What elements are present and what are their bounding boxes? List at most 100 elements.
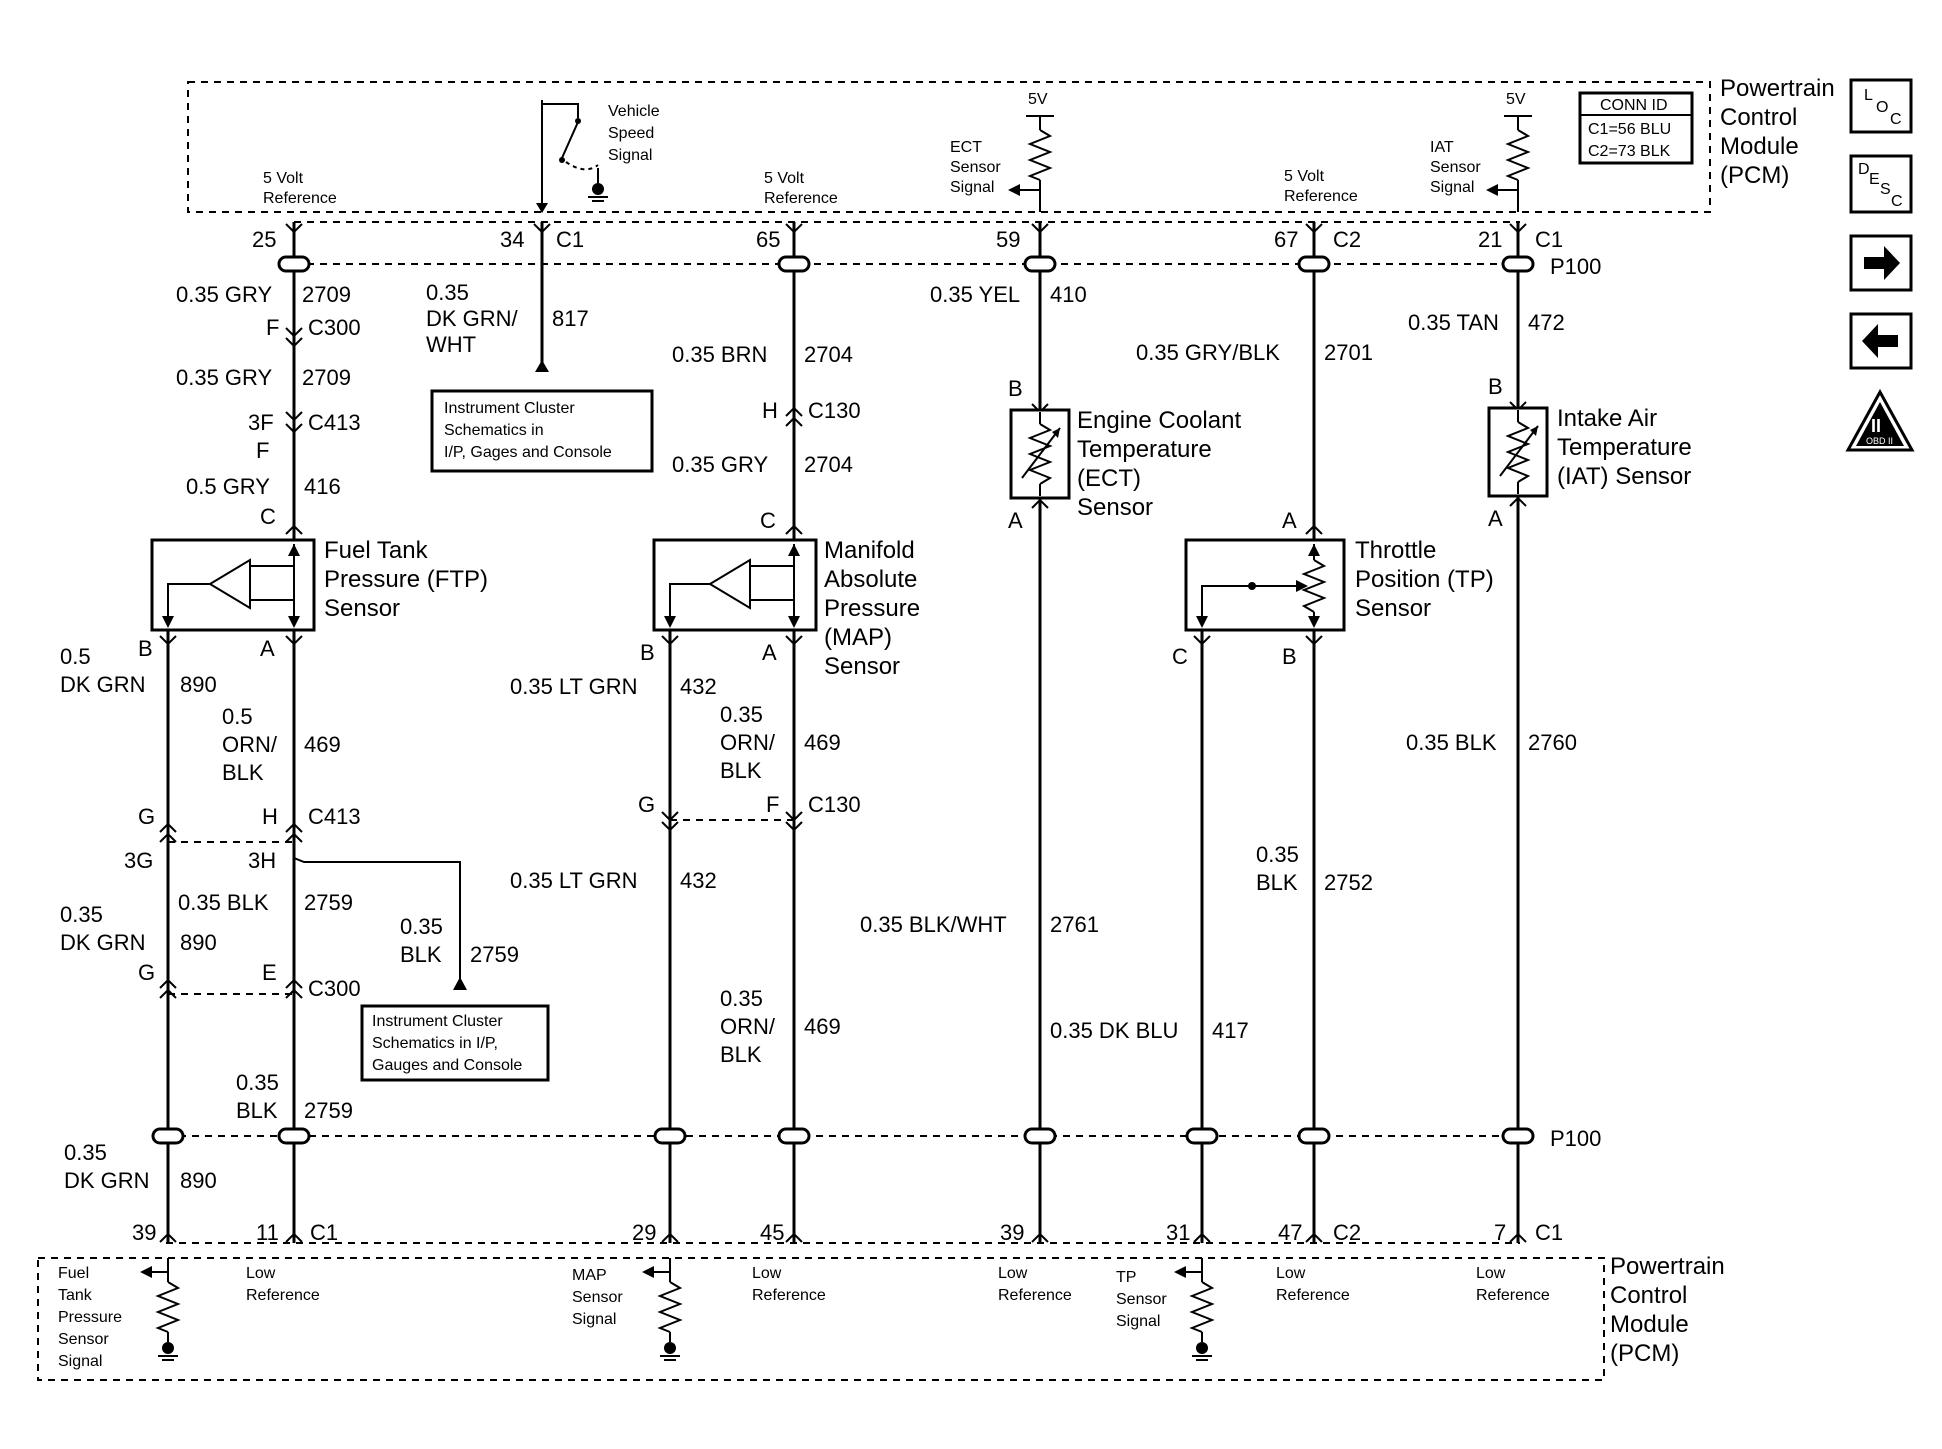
pin-65: 65	[756, 227, 780, 252]
svg-text:D: D	[1858, 161, 1870, 178]
svg-text:0.35: 0.35	[400, 914, 443, 939]
ect-5v-label: 5V	[1028, 91, 1048, 108]
inline-connector-chevrons	[159, 327, 1527, 999]
iat-sensor-label-1: Intake Air	[1557, 405, 1657, 432]
svg-text:0.35 BRN: 0.35 BRN	[672, 342, 767, 367]
ref-box-vss[interactable]: Instrument Cluster Schematics in I/P, Ga…	[430, 389, 654, 473]
tp-sensor	[1184, 538, 1346, 632]
pin-bottom-47: 47	[1278, 1220, 1302, 1245]
svg-text:2759: 2759	[304, 1098, 353, 1123]
ref-5v-label-2b: Reference	[764, 190, 838, 207]
svg-text:2704: 2704	[804, 452, 853, 477]
ftp-signal-1: Fuel	[58, 1265, 89, 1282]
svg-text:F: F	[256, 438, 269, 463]
pcm-bottom-title-1: Powertrain	[1610, 1253, 1725, 1280]
pcm-top-border	[187, 81, 1711, 213]
svg-text:OBD II: OBD II	[1866, 436, 1893, 446]
pin-21: 21	[1478, 227, 1502, 252]
low-ref-4b: Reference	[1276, 1287, 1350, 1304]
svg-text:2701: 2701	[1324, 340, 1373, 365]
pin-c1-b: C1	[1535, 227, 1563, 252]
ref-box-vss-3: I/P, Gages and Console	[444, 444, 612, 461]
svg-text:ORN/: ORN/	[222, 732, 278, 757]
ftp-signal-4: Sensor	[58, 1331, 109, 1348]
svg-text:C: C	[760, 508, 776, 533]
svg-text:DK GRN: DK GRN	[60, 672, 146, 697]
pin-bottom-39a: 39	[132, 1220, 156, 1245]
svg-text:S: S	[1880, 181, 1891, 198]
ftp-sensor-label-3: Sensor	[324, 595, 400, 622]
ref-box-ftp-1: Instrument Cluster	[372, 1013, 503, 1030]
ect-column-labels: 0.35 YEL 410 B A 0.35 BLK/WHT 2761	[860, 282, 1099, 937]
svg-text:ORN/: ORN/	[720, 730, 776, 755]
iat-signal-1: IAT	[1430, 139, 1454, 156]
conn-id-header: CONN ID	[1600, 97, 1668, 114]
pcm-top-title-2: Control	[1720, 104, 1797, 131]
svg-text:H: H	[762, 398, 778, 423]
svg-text:F: F	[266, 315, 279, 340]
svg-text:F: F	[766, 792, 779, 817]
svg-text:BLK: BLK	[1256, 870, 1298, 895]
svg-text:0.35: 0.35	[64, 1140, 107, 1165]
svg-text:2761: 2761	[1050, 912, 1099, 937]
ref-5v-label-1: 5 Volt	[263, 170, 304, 187]
pin-67: 67	[1274, 227, 1298, 252]
low-ref-5b: Reference	[1476, 1287, 1550, 1304]
obd-ii-icon[interactable]: II OBD II	[1845, 388, 1915, 452]
svg-text:C413: C413	[308, 410, 361, 435]
svg-text:E: E	[262, 960, 277, 985]
pin-bottom-c1-b: C1	[1535, 1220, 1563, 1245]
desc-icon[interactable]: D E S C	[1849, 154, 1913, 214]
svg-text:II: II	[1871, 416, 1881, 436]
svg-text:G: G	[638, 792, 655, 817]
map-sensor-label-3: Pressure	[824, 595, 920, 622]
tp-sensor-label-2: Position (TP)	[1355, 566, 1494, 593]
tp-signal-2: Sensor	[1116, 1291, 1167, 1308]
svg-text:0.35 BLK: 0.35 BLK	[178, 890, 269, 915]
svg-text:469: 469	[304, 732, 341, 757]
svg-text:C413: C413	[308, 804, 361, 829]
svg-text:890: 890	[180, 672, 217, 697]
arrow-right-icon[interactable]	[1849, 234, 1913, 292]
conn-id-c2: C2=73 BLK	[1588, 143, 1671, 160]
svg-text:0.35 GRY/BLK: 0.35 GRY/BLK	[1136, 340, 1280, 365]
svg-text:0.5: 0.5	[222, 704, 253, 729]
ref-box-ftp-2: Schematics in I/P,	[372, 1035, 498, 1052]
svg-text:DK GRN/: DK GRN/	[426, 306, 519, 331]
map-sensor-label-5: Sensor	[824, 653, 900, 680]
svg-text:0.35: 0.35	[236, 1070, 279, 1095]
svg-text:B: B	[138, 636, 153, 661]
arrow-left-icon[interactable]	[1849, 312, 1913, 370]
pin-c1-a: C1	[556, 227, 584, 252]
svg-text:2759: 2759	[470, 942, 519, 967]
ect-sensor-label-3: (ECT)	[1077, 465, 1141, 492]
pin-bottom-45: 45	[760, 1220, 784, 1245]
pcm-top-title-3: Module	[1720, 133, 1799, 160]
low-ref-1a: Low	[246, 1265, 276, 1282]
svg-text:416: 416	[304, 474, 341, 499]
ect-pullup-resistor	[1008, 115, 1054, 212]
svg-text:B: B	[1282, 644, 1297, 669]
svg-text:B: B	[1488, 374, 1503, 399]
svg-text:DK GRN: DK GRN	[64, 1168, 150, 1193]
svg-text:817: 817	[552, 306, 589, 331]
pin-bottom-7: 7	[1494, 1220, 1506, 1245]
map-pulldown-resistor	[642, 1258, 683, 1361]
svg-text:BLK: BLK	[400, 942, 442, 967]
svg-text:C: C	[1890, 111, 1902, 128]
pcm-top-title-1: Powertrain	[1720, 75, 1835, 102]
tp-pulldown-resistor	[1174, 1258, 1215, 1361]
map-signal-2: Sensor	[572, 1289, 623, 1306]
svg-text:E: E	[1869, 171, 1880, 188]
svg-text:G: G	[138, 960, 155, 985]
loc-icon[interactable]: L O C	[1849, 78, 1913, 134]
vss-label-2: Speed	[608, 125, 654, 142]
vss-wire-labels: 0.35 DK GRN/ WHT 817	[426, 280, 589, 357]
iat-sensor-label-2: Temperature	[1557, 434, 1692, 461]
svg-text:C: C	[260, 504, 276, 529]
svg-text:C: C	[1172, 644, 1188, 669]
ref-box-ftp[interactable]: Instrument Cluster Schematics in I/P, Ga…	[360, 1004, 550, 1082]
ftp-signal-3: Pressure	[58, 1309, 122, 1326]
svg-text:B: B	[640, 640, 655, 665]
svg-text:0.5 GRY: 0.5 GRY	[186, 474, 270, 499]
